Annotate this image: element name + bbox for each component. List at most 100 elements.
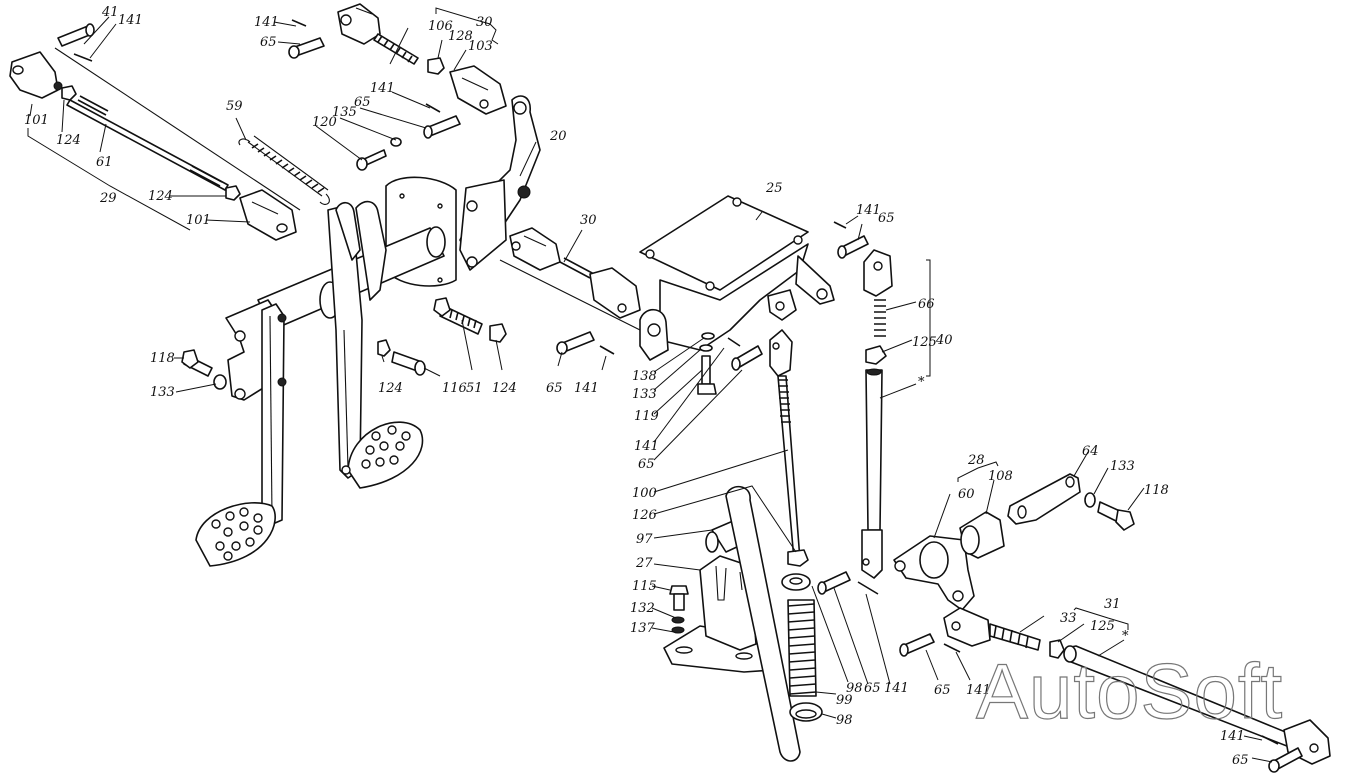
tube-40-clevis-hole: [862, 558, 870, 566]
pin-65-d-head: [731, 357, 741, 371]
callout-66: 66: [918, 297, 935, 312]
spring-99-coils: [787, 603, 817, 695]
callout-65: 65: [638, 457, 655, 472]
bolt-119-head: [697, 383, 717, 395]
callout-141: 141: [856, 203, 881, 218]
tube-40-clevis: [861, 529, 883, 579]
housing-25-lug-bottom-hole: [775, 301, 785, 311]
housing-25-lug-right: [795, 255, 835, 305]
bracket-20: [459, 95, 541, 271]
cotter-141-g: [857, 581, 879, 595]
callout-20: 20: [549, 129, 567, 144]
rod-61-thread-b: [189, 165, 223, 187]
housing-25-hole-b: [732, 197, 742, 207]
rod-end-66: [863, 249, 893, 297]
callout-125: 125: [1090, 619, 1115, 634]
rod-100-thread: [778, 379, 791, 423]
housing-25-body: [659, 243, 809, 351]
pin-65-b-head: [423, 125, 433, 139]
pedal-rod: [725, 485, 801, 762]
callout-30: 30: [580, 213, 597, 228]
nut-128: [427, 57, 445, 75]
rod-end-106-hole: [340, 14, 352, 26]
spring-99: [787, 599, 817, 697]
pin-65-c-head: [556, 341, 568, 355]
callout-119: 119: [634, 409, 659, 424]
spring-59: [238, 135, 330, 205]
star-marker-31: *: [1122, 629, 1129, 644]
callout-65: 65: [934, 683, 951, 698]
pin-65-top: [288, 19, 325, 59]
callout-65: 65: [260, 35, 277, 50]
callout-133: 133: [150, 385, 175, 400]
tube-31-clevis-hole: [1309, 743, 1319, 753]
callout-124: 124: [56, 133, 81, 148]
callout-125: 125: [912, 335, 937, 350]
callout-133: 133: [632, 387, 657, 402]
callout-61: 61: [96, 155, 113, 170]
flange-hole-b: [437, 203, 443, 209]
rod-end-106-slot: [355, 7, 373, 15]
callout-97: 97: [636, 532, 653, 547]
washer-138: [701, 332, 715, 340]
rod-assembly-31: [943, 607, 1331, 765]
nut-124-center: [377, 339, 391, 357]
cotter-141-d: [599, 345, 615, 355]
housing-25-top: [639, 195, 809, 291]
middle-pedal-pivot: [341, 465, 351, 475]
support-27: [663, 517, 773, 673]
callout-137: 137: [630, 621, 656, 636]
callout-132: 132: [630, 601, 655, 616]
housing-25-lug-right-hole: [816, 288, 828, 300]
nut-124-bolt51: [489, 323, 507, 343]
pin-65-mid: [356, 103, 461, 171]
leader-lines: [29, 16, 1273, 763]
callout-33: 33: [1060, 611, 1077, 626]
callout-27: 27: [635, 556, 653, 571]
spring-59-body: [247, 135, 329, 197]
left-bracket-hole-a: [234, 330, 246, 342]
callout-138: 138: [632, 369, 657, 384]
bracket-28: [957, 461, 999, 482]
callout-118: 118: [150, 351, 175, 366]
clevis-101-left-bore: [53, 81, 63, 91]
rod-end-assembly-30-mid: [499, 227, 641, 331]
bolt-118-left-group: [181, 349, 227, 390]
cotter-141-e: [727, 337, 741, 347]
thread-106: [373, 33, 419, 65]
pedal-rod-body: [725, 485, 801, 762]
rod-100: [769, 329, 809, 567]
clevis-101-right-hole: [276, 223, 288, 233]
lever-64-hole-b: [1065, 476, 1075, 488]
lever-60-bore: [919, 541, 949, 579]
lever-64-group: [1007, 473, 1135, 531]
bracket-40: [926, 259, 931, 377]
washer-98-upper-hole: [789, 577, 803, 585]
callout-100: 100: [632, 486, 657, 501]
pin-65-lower: [556, 331, 615, 355]
callout-64: 64: [1082, 444, 1099, 459]
pins-lower-right: [899, 633, 1303, 773]
thread-30: [559, 257, 595, 279]
clevis-30-right: [589, 267, 641, 319]
callout-141: 141: [574, 381, 599, 396]
pin-41-group: [57, 23, 95, 62]
middle-pedal: [327, 200, 424, 489]
nut-125-upper: [865, 345, 887, 365]
callout-101: 101: [186, 213, 211, 228]
rod-assembly-29: [9, 47, 301, 241]
left-arm-nut: [277, 377, 287, 387]
left-pedal-arm: [261, 303, 285, 527]
rod-end-33-thread-lines: [993, 625, 1029, 649]
callout-141: 141: [370, 81, 395, 96]
callout-51: 51: [466, 381, 483, 396]
lever-60-hole-a: [894, 560, 906, 572]
shaft-end-right: [426, 226, 446, 258]
callout-124: 124: [492, 381, 517, 396]
tube-31-end: [1063, 645, 1077, 663]
bracket-29: [27, 128, 191, 231]
callout-28: 28: [967, 453, 985, 468]
thread-106-lines: [377, 35, 413, 63]
washer-135: [390, 137, 402, 147]
